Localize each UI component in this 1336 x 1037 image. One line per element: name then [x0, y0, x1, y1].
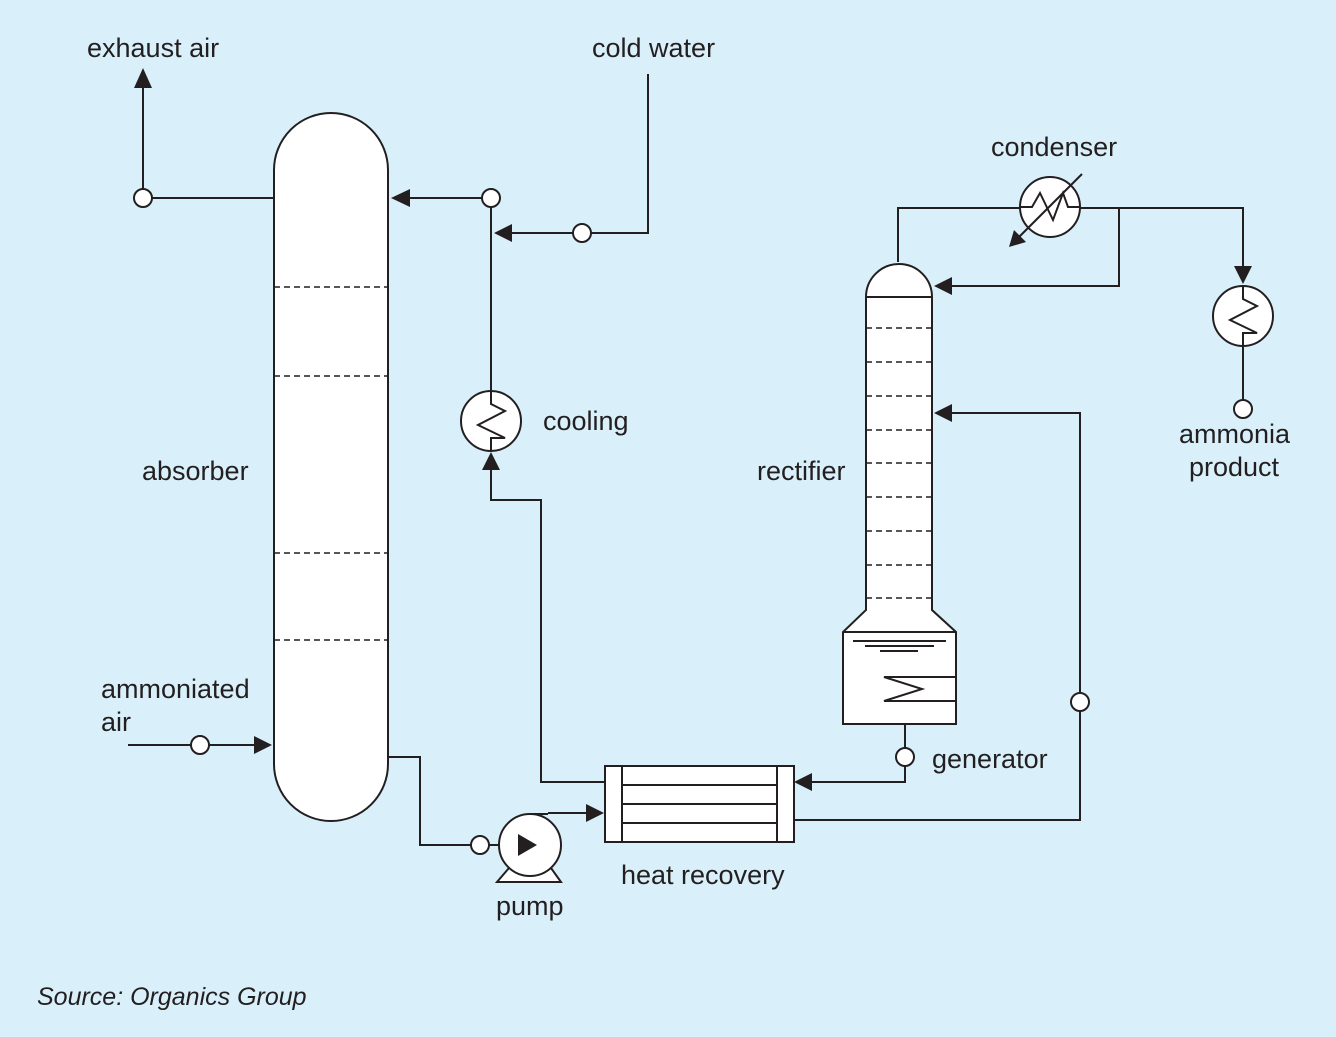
cold-water-node	[572, 223, 592, 243]
cooling-coil	[475, 391, 508, 451]
product-cooler-arrow	[1234, 266, 1252, 284]
rich-liquid-line	[388, 756, 498, 846]
cooled-liquid-line	[410, 197, 492, 390]
condenser-coolant-line	[1017, 173, 1083, 239]
ammonia-product-node	[1233, 399, 1253, 419]
exhaust-air-node	[133, 188, 153, 208]
product-cooler-coil	[1227, 286, 1260, 346]
rectifier-trays	[866, 327, 932, 599]
pump-symbol	[494, 813, 563, 883]
heat-recovery-exchanger	[604, 765, 795, 843]
condenser-coil	[1020, 190, 1080, 223]
exhaust-air-label: exhaust air	[87, 33, 219, 63]
absorber-inlet-arrow	[391, 189, 410, 207]
pump-suction-node	[470, 835, 490, 855]
cooling-exchanger	[460, 390, 522, 452]
rectifier-label: rectifier	[757, 456, 846, 486]
reflux-line	[952, 208, 1120, 287]
cooling-label: cooling	[543, 406, 629, 436]
condenser-coolant-arrow	[1009, 230, 1026, 247]
ammoniated-air-node	[190, 735, 210, 755]
reflux-arrow	[934, 277, 952, 295]
ammonia-product-label: ammonia	[1179, 419, 1291, 449]
rectifier-column	[842, 263, 957, 725]
ammoniated-air-label-line2: air	[101, 707, 131, 737]
ammoniated-air-label: ammoniated	[101, 674, 250, 704]
cooler-inlet-arrow	[482, 452, 500, 470]
ammoniated-air-arrow	[254, 736, 272, 754]
source-caption: Source: Organics Group	[37, 983, 307, 1011]
absorber-feed-node	[481, 188, 501, 208]
product-cooler	[1212, 285, 1274, 347]
heat-recovery-label: heat recovery	[621, 860, 785, 890]
rectifier-feed-line	[794, 412, 1081, 821]
exhaust-air-line	[142, 82, 273, 199]
pump-direction-arrow	[518, 834, 537, 856]
generator-bottoms-arrow	[794, 773, 812, 791]
cold-water-line	[512, 74, 649, 234]
lean-liquid-line	[490, 470, 606, 783]
cold-water-arrow	[494, 224, 512, 242]
absorber-column	[273, 112, 389, 822]
heat-recovery-inlet-arrow	[586, 804, 604, 822]
generator-outlet-node	[895, 747, 915, 767]
absorber-label: absorber	[142, 456, 249, 486]
generator-heating-coil	[883, 676, 956, 702]
generator-bottoms-line	[812, 724, 906, 783]
generator-label: generator	[932, 744, 1048, 774]
condenser-exchanger	[1009, 173, 1083, 247]
rectifier-feed-node	[1070, 692, 1090, 712]
rectifier-feed-arrow	[934, 404, 952, 422]
cold-water-label: cold water	[592, 33, 715, 63]
condenser-label: condenser	[991, 132, 1117, 162]
pump-label: pump	[496, 891, 564, 921]
ammonia-product-label-line2: product	[1189, 452, 1280, 482]
exhaust-air-arrow	[134, 68, 152, 88]
